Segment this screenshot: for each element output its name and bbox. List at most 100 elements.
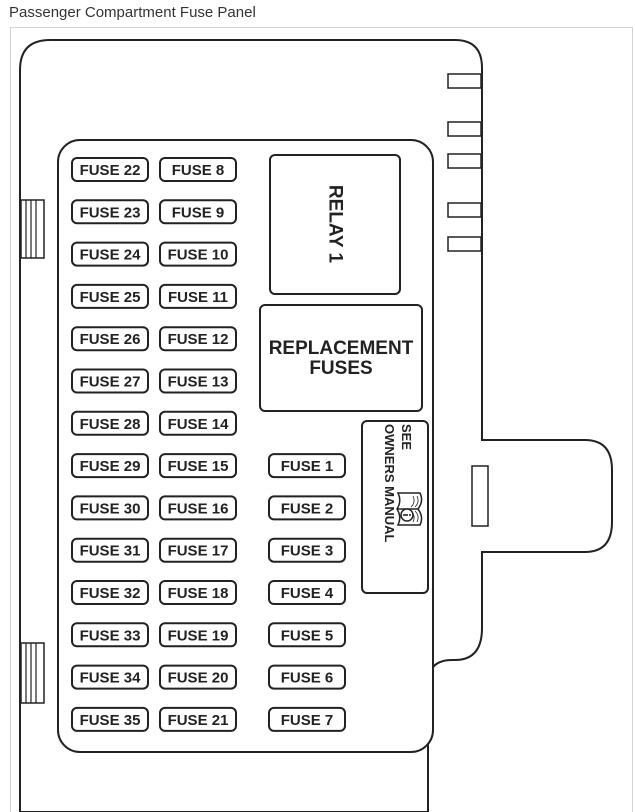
fuse-9: FUSE 9	[159, 199, 237, 225]
fuse-label: FUSE 15	[168, 458, 229, 475]
fuse-outline	[159, 495, 237, 521]
fuse-14: FUSE 14	[159, 410, 237, 436]
fuse-27: FUSE 27	[71, 368, 149, 394]
fuse-outline	[71, 368, 149, 394]
fuse-label: FUSE 16	[168, 500, 229, 517]
fuse-outline	[71, 241, 149, 267]
fuse-11: FUSE 11	[159, 283, 237, 309]
fuse-label: FUSE 30	[80, 500, 141, 517]
fuse-label: FUSE 26	[80, 331, 141, 348]
fuse-5: FUSE 5	[268, 622, 346, 648]
manual-note-line2: OWNERS MANUAL	[382, 424, 397, 542]
right-edge-tabs	[447, 73, 482, 252]
fuse-2: FUSE 2	[268, 495, 346, 521]
fuse-35: FUSE 35	[71, 706, 149, 732]
book-info-icon	[396, 492, 423, 526]
fuse-outline	[71, 410, 149, 436]
fuse-33: FUSE 33	[71, 622, 149, 648]
relay-1: RELAY 1	[269, 154, 401, 295]
fuse-label: FUSE 12	[168, 331, 229, 348]
manual-note-line1: SEE	[399, 424, 414, 450]
fuse-19: FUSE 19	[159, 622, 237, 648]
fuse-label: FUSE 20	[168, 670, 229, 687]
fuse-outline	[159, 664, 237, 690]
replacement-fuses-area: REPLACEMENT FUSES	[259, 304, 423, 412]
left-lower-clip	[20, 642, 45, 704]
fuse-outline	[71, 157, 149, 182]
fuse-outline	[268, 453, 346, 479]
fuse-12: FUSE 12	[159, 326, 237, 352]
fuse-label: FUSE 10	[168, 247, 229, 264]
fuse-outline	[71, 580, 149, 605]
fuse-label: FUSE 6	[281, 670, 334, 687]
fuse-15: FUSE 15	[159, 453, 237, 479]
fuse-outline	[159, 622, 237, 648]
fuse-32: FUSE 32	[71, 580, 149, 605]
fuse-outline	[159, 453, 237, 479]
fuse-outline	[268, 622, 346, 648]
fuse-25: FUSE 25	[71, 283, 149, 309]
fuse-18: FUSE 18	[159, 580, 237, 605]
relay-label: RELAY 1	[325, 185, 346, 264]
fuse-28: FUSE 28	[71, 410, 149, 436]
fuse-outline	[71, 199, 149, 225]
fuse-label: FUSE 31	[80, 543, 141, 560]
fuse-label: FUSE 33	[80, 627, 141, 644]
diagram-title: Passenger Compartment Fuse Panel	[9, 4, 256, 21]
fuse-label: FUSE 34	[80, 670, 142, 687]
fuse-outline	[268, 537, 346, 563]
latch-slot	[471, 465, 489, 527]
fuse-outline	[71, 664, 149, 690]
replacement-label-line2: FUSES	[309, 358, 372, 379]
fuse-outline	[268, 495, 346, 521]
fuse-3: FUSE 3	[268, 537, 346, 563]
fuse-outline	[159, 368, 237, 394]
fuse-outline	[71, 283, 149, 309]
fuse-label: FUSE 35	[80, 712, 141, 729]
fuse-outline	[71, 537, 149, 563]
fuse-10: FUSE 10	[159, 241, 237, 267]
fuse-23: FUSE 23	[71, 199, 149, 225]
fuse-label: FUSE 5	[281, 627, 334, 644]
fuse-outline	[159, 157, 237, 182]
fuse-26: FUSE 26	[71, 326, 149, 352]
fuse-17: FUSE 17	[159, 537, 237, 563]
fuse-outline	[268, 580, 346, 605]
replacement-label-line1: REPLACEMENT	[269, 338, 414, 359]
fuse-label: FUSE 18	[168, 585, 229, 602]
fuse-label: FUSE 9	[172, 204, 225, 221]
fuse-outline	[159, 580, 237, 605]
fuse-16: FUSE 16	[159, 495, 237, 521]
fuse-31: FUSE 31	[71, 537, 149, 563]
fuse-label: FUSE 29	[80, 458, 141, 475]
fuse-label: FUSE 25	[80, 289, 141, 306]
fuse-outline	[159, 326, 237, 352]
fuse-outline	[71, 622, 149, 648]
fuse-outline	[159, 241, 237, 267]
owners-manual-note: SEE OWNERS MANUAL	[361, 420, 429, 594]
fuse-22: FUSE 22	[71, 157, 149, 182]
fuse-24: FUSE 24	[71, 241, 149, 267]
fuse-7: FUSE 7	[268, 706, 346, 732]
fuse-label: FUSE 14	[168, 416, 230, 433]
fuse-label: FUSE 11	[168, 289, 228, 306]
fuse-outline	[71, 326, 149, 352]
fuse-6: FUSE 6	[268, 664, 346, 690]
fuse-label: FUSE 8	[172, 162, 225, 179]
fuse-outline	[268, 706, 346, 732]
fuse-label: FUSE 28	[80, 416, 141, 433]
image-frame	[10, 27, 633, 812]
fuse-21: FUSE 21	[159, 706, 237, 732]
fuse-outline	[159, 199, 237, 225]
fuse-outline	[159, 283, 237, 309]
fuse-label: FUSE 7	[281, 712, 334, 729]
fuse-label: FUSE 2	[281, 500, 334, 517]
fuse-label: FUSE 22	[80, 162, 141, 179]
fuse-outline	[159, 706, 237, 732]
fuse-outline	[71, 495, 149, 521]
fuse-label: FUSE 32	[80, 585, 141, 602]
fuse-13: FUSE 13	[159, 368, 237, 394]
fuse-outline	[71, 453, 149, 479]
fuse-label: FUSE 24	[80, 247, 142, 264]
